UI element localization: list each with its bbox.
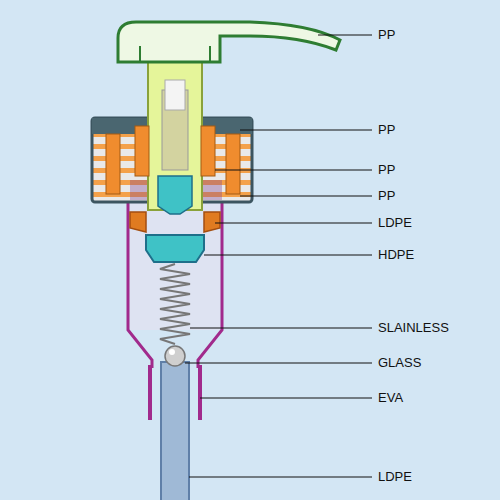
material-label: LDPE xyxy=(378,215,412,230)
dip-tube xyxy=(161,362,189,500)
eva-sleeve xyxy=(150,365,200,420)
material-label: PP xyxy=(378,27,395,42)
ldpe-seal xyxy=(130,212,220,232)
actuator-head xyxy=(118,22,340,62)
hdpe-piston xyxy=(146,235,204,262)
spring xyxy=(160,264,190,344)
material-label: LDPE xyxy=(378,469,412,484)
material-label: PP xyxy=(378,122,395,137)
leader-lines xyxy=(185,35,372,477)
material-label: SLAINLESS xyxy=(378,320,449,335)
material-label: PP xyxy=(378,162,395,177)
material-label: HDPE xyxy=(378,247,414,262)
glass-ball xyxy=(165,346,185,366)
pump-housing xyxy=(128,198,222,368)
material-label: GLASS xyxy=(378,355,421,370)
material-label: EVA xyxy=(378,390,403,405)
material-label: PP xyxy=(378,188,395,203)
